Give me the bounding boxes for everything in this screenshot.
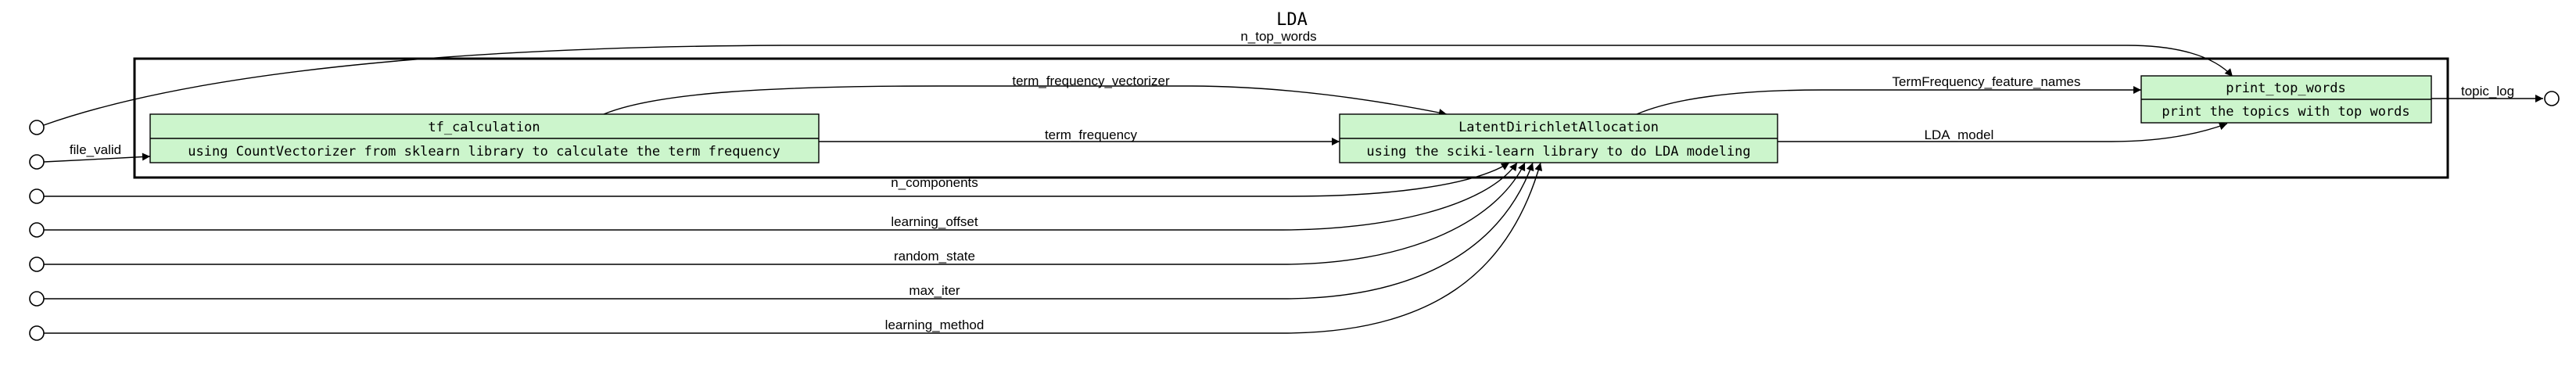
edge-label-n-top-words: n_top_words: [1240, 29, 1316, 44]
edge-topic-log: topic_log: [2431, 84, 2543, 102]
edge-label-termfrequency-feature-names: TermFrequency_feature_names: [1893, 74, 2081, 89]
input-port-n-top-words[interactable]: [29, 120, 45, 135]
node-title: tf_calculation: [428, 120, 540, 135]
node-title: LatentDirichletAllocation: [1458, 120, 1659, 135]
node-description: using CountVectorizer from sklearn libra…: [188, 144, 780, 160]
input-port-n-components[interactable]: [29, 188, 45, 204]
lda-cluster: [133, 57, 2449, 179]
input-port-random-state[interactable]: [29, 257, 45, 272]
node-latent-dirichlet-allocation[interactable]: LatentDirichletAllocation using the scik…: [1339, 113, 1778, 163]
edge-lda-model: LDA_model: [1778, 122, 2228, 142]
edge-label-file-valid: file_valid: [70, 142, 121, 157]
edge-label-learning-offset: learning_offset: [891, 214, 978, 229]
edge-label-max-iter: max_iter: [909, 283, 960, 298]
input-port-file-valid[interactable]: [29, 154, 45, 170]
node-description: print the topics with top words: [2162, 104, 2409, 120]
node-print-top-words[interactable]: print_top_words print the topics with to…: [2140, 75, 2432, 124]
edge-file-valid: file_valid: [43, 142, 151, 163]
node-description: using the sciki-learn library to do LDA …: [1366, 144, 1750, 160]
edge-term-frequency-vectorizer: term_frequency_vectorizer: [603, 74, 1448, 117]
edge-label-learning-method: learning_method: [885, 318, 985, 332]
node-title: print_top_words: [2226, 81, 2346, 96]
input-port-learning-method[interactable]: [29, 325, 45, 341]
output-port-topic-log[interactable]: [2544, 91, 2560, 106]
input-port-max-iter[interactable]: [29, 291, 45, 307]
edge-n-components: n_components: [44, 162, 1510, 197]
edge-max-iter: max_iter: [44, 162, 1534, 300]
edge-learning-method: learning_method: [44, 162, 1543, 334]
edge-label-term-frequency-vectorizer: term_frequency_vectorizer: [1012, 74, 1170, 88]
diagram-title: LDA: [1276, 10, 1308, 30]
edge-label-term-frequency: term_frequency: [1045, 127, 1138, 142]
edge-termfrequency-feature-names: TermFrequency_feature_names: [1636, 74, 2141, 115]
edge-label-n-components: n_components: [891, 175, 978, 190]
edge-term-frequency: term_frequency: [819, 127, 1340, 145]
edge-label-random-state: random_state: [894, 249, 975, 264]
edge-n-top-words: n_top_words: [43, 29, 2233, 126]
input-port-learning-offset[interactable]: [29, 222, 45, 238]
edge-label-topic-log: topic_log: [2461, 84, 2514, 99]
node-tf-calculation[interactable]: tf_calculation using CountVectorizer fro…: [149, 113, 820, 163]
edge-random-state: random_state: [44, 162, 1526, 265]
edge-learning-offset: learning_offset: [44, 162, 1518, 231]
edge-label-lda-model: LDA_model: [1925, 127, 1994, 142]
